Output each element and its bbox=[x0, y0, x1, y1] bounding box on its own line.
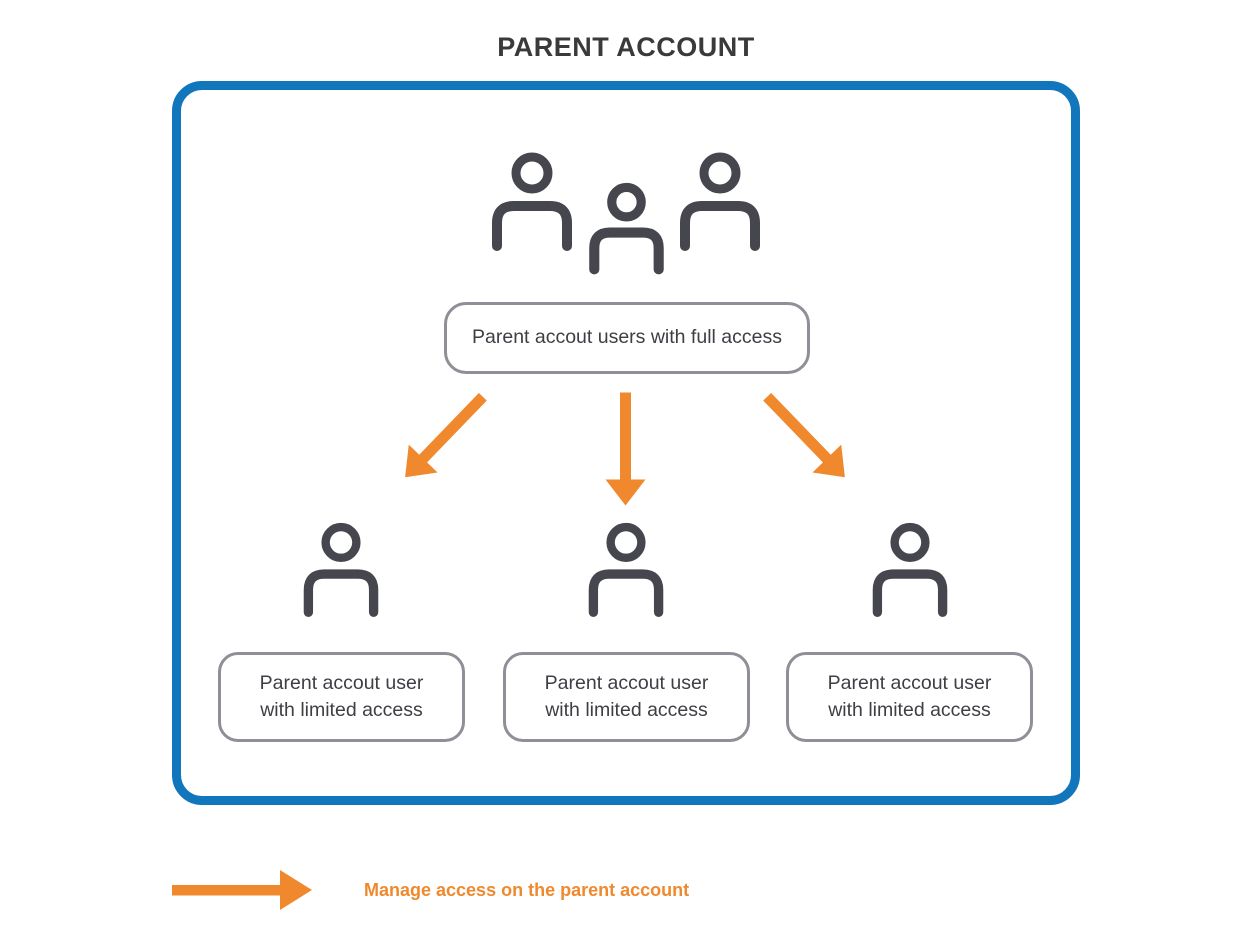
user-icon bbox=[872, 522, 948, 617]
node-full-access: Parent accout users with full access bbox=[444, 302, 810, 374]
arrow-down-left-icon bbox=[405, 392, 487, 478]
legend-arrow-right-icon bbox=[172, 870, 312, 910]
node-full-access-label: Parent accout users with full access bbox=[472, 326, 782, 349]
user-icon bbox=[588, 522, 664, 617]
group-users-icon bbox=[492, 152, 760, 275]
user-icon bbox=[303, 522, 379, 617]
arrow-down-icon bbox=[605, 392, 646, 506]
page-title: PARENT ACCOUNT bbox=[497, 32, 755, 62]
legend-label: Manage access on the parent account bbox=[364, 879, 690, 900]
node-limited-access-label: Parent accout user with limited access bbox=[827, 671, 992, 721]
node-limited-access-3: Parent accout user with limited access bbox=[786, 652, 1033, 742]
node-limited-access-2: Parent accout user with limited access bbox=[503, 652, 750, 742]
node-limited-access-label: Parent accout user with limited access bbox=[544, 671, 709, 721]
node-limited-access-label: Parent accout user with limited access bbox=[259, 671, 424, 721]
arrow-down-right-icon bbox=[763, 392, 845, 478]
node-limited-access-1: Parent accout user with limited access bbox=[218, 652, 465, 742]
